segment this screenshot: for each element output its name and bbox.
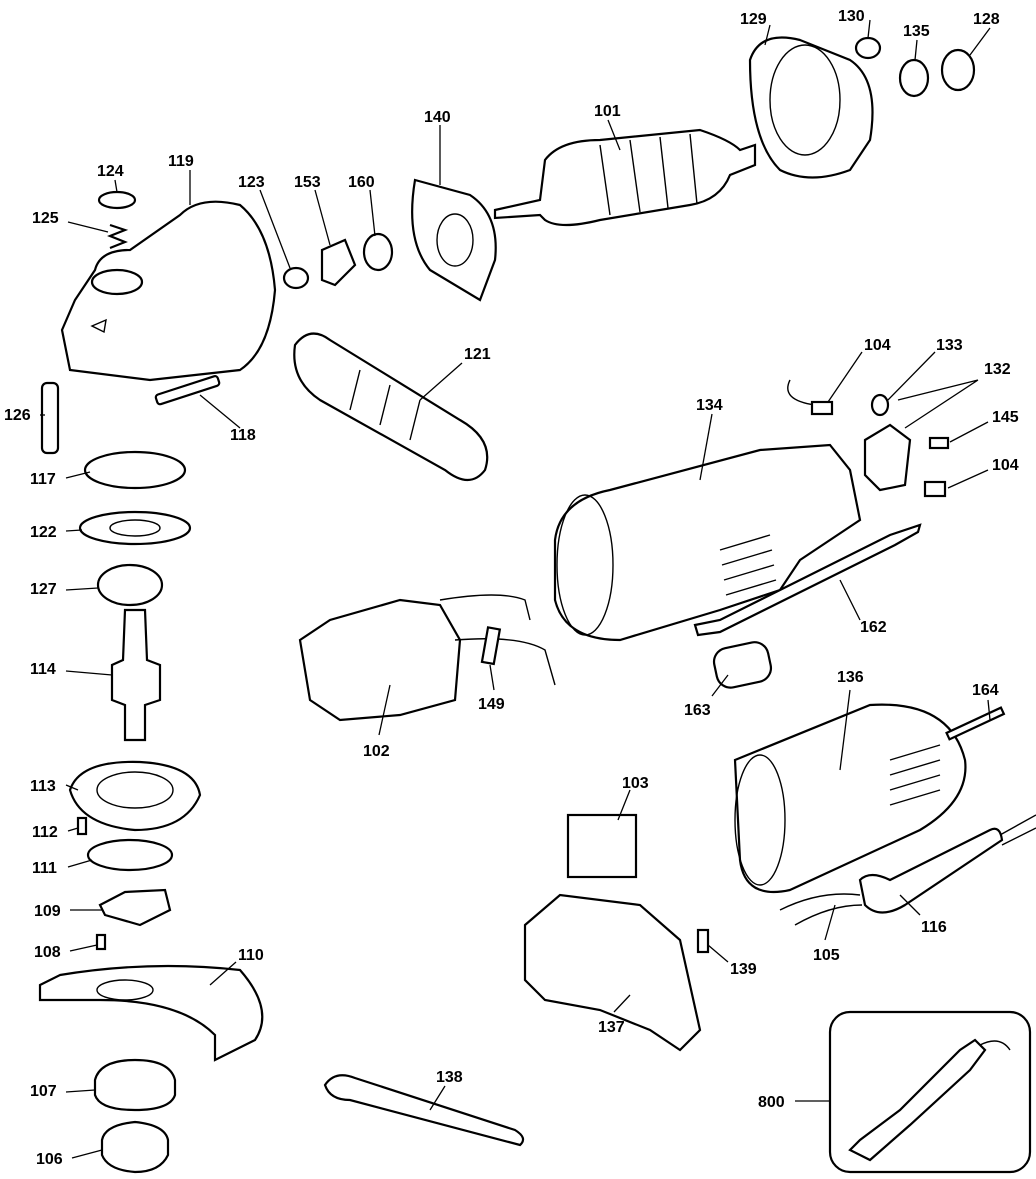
label-134: 134 — [696, 397, 723, 414]
label-111: 111 — [32, 860, 57, 877]
label-104: 104 — [864, 337, 891, 354]
label-164: 164 — [972, 682, 999, 699]
part-164-screw — [945, 706, 1006, 741]
label-123: 123 — [238, 174, 265, 191]
part-113-flange — [68, 760, 202, 832]
label-108: 108 — [34, 944, 61, 961]
label-118: 118 — [230, 427, 256, 444]
part-116-cord-guard — [858, 827, 1004, 914]
part-163-button — [712, 641, 773, 689]
part-133-spring — [870, 393, 890, 417]
part-118-screw — [154, 375, 221, 406]
part-162-strap — [693, 523, 922, 637]
part-110-guard — [38, 964, 264, 1062]
part-104-brush — [810, 400, 834, 416]
part-shapes — [38, 36, 1036, 1174]
part-111 — [86, 838, 174, 872]
label-113: 113 — [30, 778, 56, 795]
label-105: 105 — [813, 947, 840, 964]
label-116: 116 — [921, 919, 947, 936]
label-132: 132 — [984, 361, 1011, 378]
label-138: 138 — [436, 1069, 463, 1086]
label-163: 163 — [684, 702, 711, 719]
part-134-motor-housing — [553, 443, 862, 642]
label-133: 133 — [936, 337, 963, 354]
label-139: 139 — [730, 961, 757, 978]
part-107-flange — [93, 1058, 177, 1112]
label-129: 129 — [740, 11, 767, 28]
label-119: 119 — [168, 153, 194, 170]
label-107: 107 — [30, 1083, 57, 1100]
label-162: 162 — [860, 619, 887, 636]
part-101-armature — [493, 128, 757, 227]
part-137-switch-base — [523, 893, 702, 1052]
part-108-screw — [95, 933, 107, 951]
part-125-spring — [107, 223, 129, 250]
part-112-screw — [76, 816, 88, 836]
label-126: 126 — [4, 407, 31, 424]
label-137: 137 — [598, 1019, 625, 1036]
label-149: 149 — [478, 696, 505, 713]
part-103-switch — [566, 813, 638, 879]
part-117-gear — [83, 450, 187, 490]
part-106-nut — [100, 1120, 170, 1174]
label-130: 130 — [838, 8, 865, 25]
part-140-baffle — [411, 178, 497, 302]
label-125: 125 — [32, 210, 59, 227]
label-153: 153 — [294, 174, 321, 191]
label-800: 800 — [758, 1094, 785, 1111]
part-109-plate — [98, 888, 172, 927]
part-104-lead — [787, 379, 816, 406]
label-104-b: 104 — [992, 457, 1019, 474]
part-124 — [97, 190, 137, 210]
label-122: 122 — [30, 524, 57, 541]
part-123-nut — [282, 266, 310, 290]
part-136-rear-cover — [733, 703, 967, 894]
part-labels: 129 130 135 128 101 140 124 119 123 153 … — [4, 8, 1019, 1168]
label-136: 136 — [837, 669, 864, 686]
part-126-spindle-lock — [40, 381, 60, 455]
label-127: 127 — [30, 581, 57, 598]
label-121: 121 — [464, 346, 491, 363]
part-138-wrench — [323, 1074, 525, 1147]
part-153-pinion — [320, 238, 357, 287]
label-112: 112 — [32, 824, 58, 841]
label-117: 117 — [30, 471, 56, 488]
label-114: 114 — [30, 661, 56, 678]
label-110: 110 — [238, 947, 264, 964]
part-160-bearing — [362, 232, 394, 272]
part-135 — [898, 58, 930, 98]
part-122 — [78, 510, 192, 546]
label-140: 140 — [424, 109, 451, 126]
part-127-bearing — [96, 563, 164, 607]
leader-lines — [40, 19, 991, 1159]
part-104-brush-2 — [923, 480, 947, 498]
part-121-side-handle — [293, 332, 489, 482]
part-132-brush-holder — [863, 423, 912, 492]
part-130 — [854, 36, 882, 60]
label-135: 135 — [903, 23, 930, 40]
label-106: 106 — [36, 1151, 63, 1168]
label-103: 103 — [622, 775, 649, 792]
part-102-field — [298, 598, 462, 722]
part-129-bearing-housing — [748, 36, 874, 179]
label-109: 109 — [34, 903, 61, 920]
part-119-gear-housing — [60, 200, 277, 382]
part-105-wires — [779, 893, 863, 926]
label-102: 102 — [363, 743, 390, 760]
part-128 — [940, 48, 976, 92]
label-128: 128 — [973, 11, 1000, 28]
label-101: 101 — [594, 103, 621, 120]
part-149 — [480, 626, 502, 666]
part-114-spindle — [110, 608, 162, 742]
part-145-screw — [928, 436, 950, 450]
label-145: 145 — [992, 409, 1019, 426]
label-160: 160 — [348, 174, 375, 191]
label-124: 124 — [97, 163, 124, 180]
part-139-screw — [696, 928, 710, 954]
